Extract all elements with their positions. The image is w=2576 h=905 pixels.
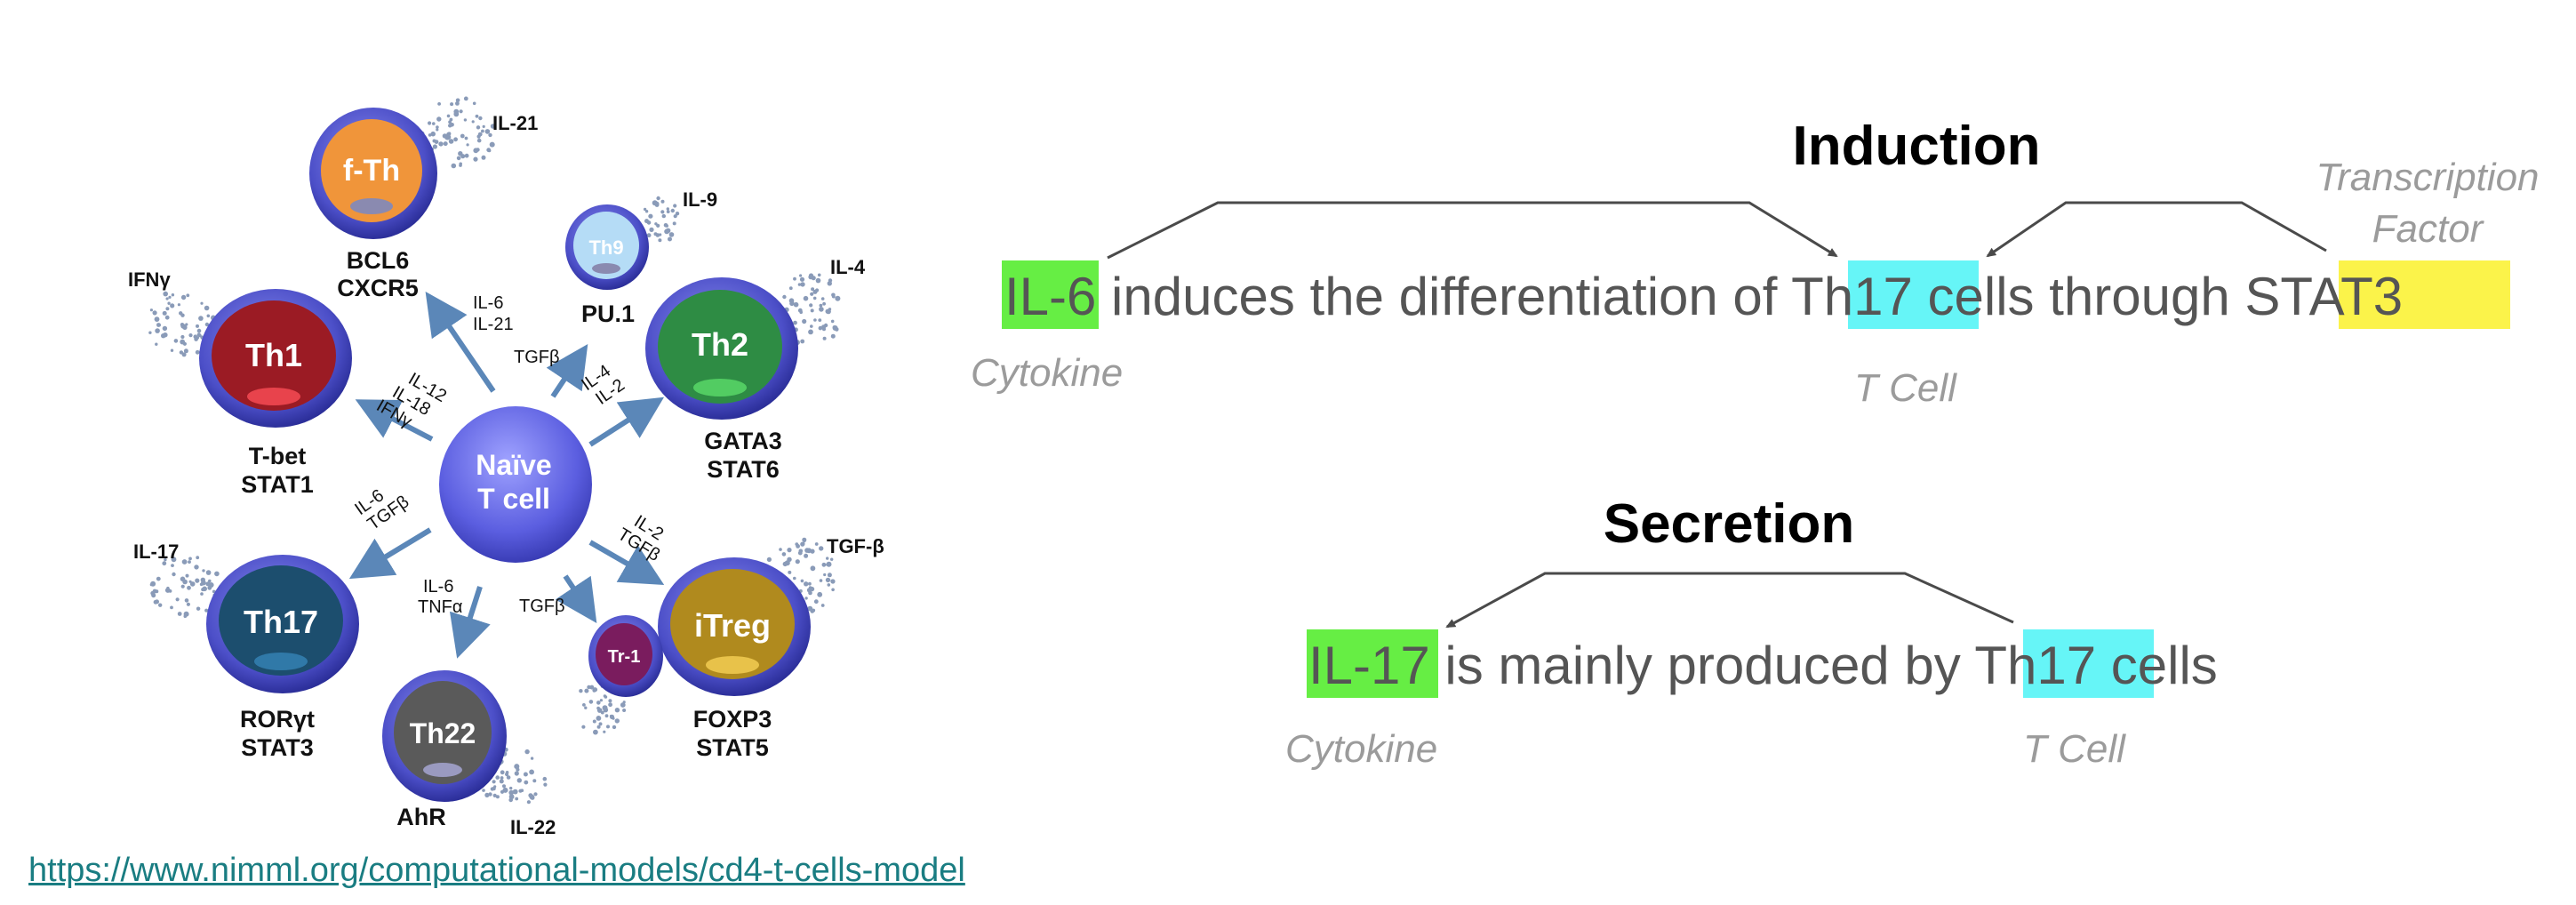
arrow-to-th22 [449, 586, 491, 659]
arrow-label-th22-2: TNFα [418, 597, 462, 617]
arrow-label-th9: TGFβ [514, 348, 560, 367]
cell-tr1: Tr-1 [588, 615, 663, 697]
entity-tcell: Th17 [1974, 636, 2096, 695]
cell-naive: Naïve T cell [439, 406, 592, 563]
tf-th2-1: GATA3 [704, 428, 782, 454]
entity-tcell: Th17 [1791, 267, 1913, 326]
cytokine-th17: IL-17 [133, 541, 179, 563]
arrow-to-th9 [546, 344, 588, 398]
arrow-label-fth-1: IL-6 [473, 293, 503, 313]
tf-fth-2: CXCR5 [337, 275, 419, 301]
role-label-cytokine: Cytokine [1285, 727, 1437, 771]
entity-transcription-factor: STAT3 [2244, 267, 2403, 326]
arrow-label-fth-2: IL-21 [473, 315, 514, 334]
cell-th22: Th22 [382, 670, 507, 802]
secretion-sentence: IL-17 is mainly produced by Th17 cells [1308, 636, 2218, 695]
highlight-cytokine [1307, 629, 1438, 698]
secretion-relation-lines [1445, 572, 2014, 629]
sentence-text: cells [2096, 636, 2218, 695]
entity-cytokine: IL-6 [1004, 267, 1096, 326]
highlight-cytokine [1002, 260, 1099, 329]
arrow-to-itreg [588, 540, 665, 585]
naive-label-line2: T cell [477, 483, 550, 515]
role-label-tcell: T Cell [1854, 366, 1957, 410]
tf-th17-2: STAT3 [241, 734, 314, 761]
cell-label-itreg: iTreg [694, 607, 771, 644]
arrow-to-tr1 [555, 574, 597, 623]
highlight-tcell [1848, 260, 1979, 329]
secretion-example: Secretion IL-17 is mainly produced by Th… [1285, 493, 2218, 771]
cell-label-th17: Th17 [244, 604, 318, 640]
sentence-text: is mainly produced by [1430, 636, 1975, 695]
tf-th17-1: RORγt [240, 706, 315, 733]
tf-fth-1: BCL6 [347, 247, 410, 274]
induction-example: Induction IL-6 induces the differentiati… [971, 116, 2540, 410]
tf-th1-2: STAT1 [241, 471, 314, 498]
arrow-label-th22-1: IL-6 [423, 577, 453, 597]
relation-title-secretion: Secretion [1604, 493, 1855, 555]
cell-fth: f-Th [309, 108, 437, 239]
tf-itreg-2: STAT5 [696, 734, 769, 761]
relation-title-induction: Induction [1793, 116, 2041, 177]
cell-label-tr1: Tr-1 [608, 647, 641, 667]
tf-th22-1: AhR [396, 804, 446, 830]
tf-th2-2: STAT6 [707, 456, 780, 483]
tf-itreg-1: FOXP3 [693, 706, 772, 733]
cell-label-th22: Th22 [410, 717, 476, 749]
secreted-cytokine-labels: IL-21 IL-9 IFNγ IL-4 IL-17 TGF-β IL-22 [128, 112, 884, 838]
induction-sentence: IL-6 induces the differentiation of Th17… [1004, 267, 2403, 326]
role-label-tcell: T Cell [2023, 727, 2126, 771]
tf-th1-1: T-bet [249, 443, 307, 469]
cytokine-th2: IL-4 [830, 256, 866, 278]
cytokine-itreg: TGF-β [827, 535, 884, 557]
cell-th9: Th9 [565, 204, 649, 290]
arrow-to-th17 [348, 527, 432, 580]
naive-label-line1: Naïve [476, 449, 551, 481]
cell-itreg: iTreg [658, 557, 811, 696]
cell-th1: Th1 [199, 289, 352, 428]
cell-label-th1: Th1 [245, 337, 302, 373]
cytokine-th9: IL-9 [683, 188, 717, 211]
cell-th2: Th2 [645, 277, 798, 420]
sentence-text: cells through [1913, 267, 2245, 326]
role-label-cytokine: Cytokine [971, 351, 1123, 395]
role-label-transcription-factor-2: Factor [2372, 207, 2485, 251]
cell-th17: Th17 [206, 555, 359, 693]
cell-label-th9: Th9 [588, 236, 623, 259]
induction-relation-lines [1107, 201, 2327, 260]
arrow-to-fth [425, 292, 496, 393]
cytokine-th1: IFNγ [128, 268, 171, 291]
cell-label-th2: Th2 [692, 326, 748, 363]
cytokine-fth: IL-21 [492, 112, 538, 134]
differentiation-arrows [348, 292, 665, 659]
sentence-text: induces the differentiation of [1096, 267, 1791, 326]
arrow-to-th1 [355, 399, 434, 442]
arrow-to-th2 [588, 396, 665, 447]
arrow-label-tr1: TGFβ [519, 597, 565, 616]
highlight-transcription-factor [2339, 260, 2510, 329]
cd4-differentiation-diagram: IL-6 IL-21 TGFβ IL-12 IL-18 IFNγ IL-4 IL… [128, 96, 884, 838]
highlight-tcell [2023, 629, 2154, 698]
cell-label-fth: f-Th [343, 154, 400, 188]
entity-cytokine: IL-17 [1308, 636, 1430, 695]
source-link[interactable]: https://www.nimml.org/computational-mode… [28, 852, 965, 889]
role-label-transcription-factor-1: Transcription [2316, 156, 2539, 199]
tf-th9-1: PU.1 [581, 300, 635, 327]
transcription-factor-labels: BCL6 CXCR5 PU.1 T-bet STAT1 GATA3 STAT6 … [240, 247, 782, 830]
cytokine-th22: IL-22 [510, 816, 556, 838]
